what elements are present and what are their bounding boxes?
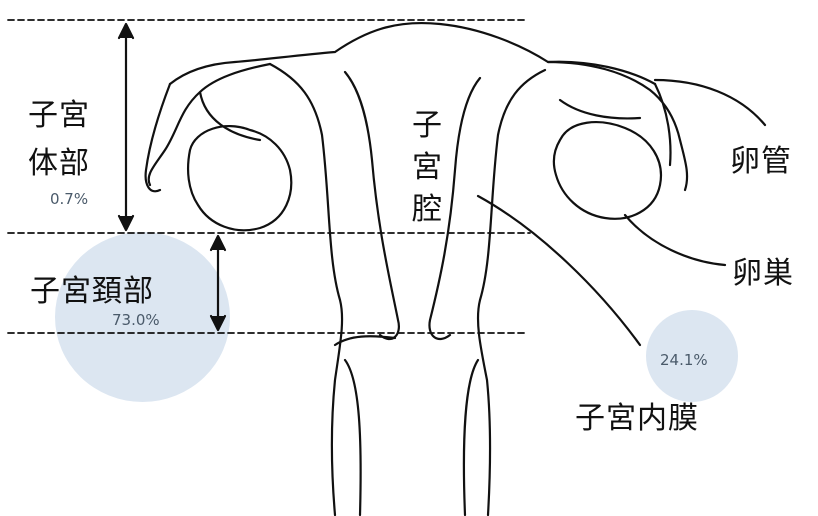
cervix-range-arrow [209, 234, 227, 332]
cervix-percentage-bubble [55, 232, 230, 402]
corpus-percentage: 0.7% [50, 190, 89, 208]
endometrium-percentage: 24.1% [660, 351, 708, 369]
ovary-label: 卵巣 [732, 256, 794, 291]
right-ovary [552, 121, 663, 220]
cervix-percentage: 73.0% [112, 311, 160, 329]
endometrium-label: 子宮内膜 [575, 401, 699, 436]
left-ovary [187, 125, 293, 232]
endometrium-percentage-bubble [646, 310, 738, 402]
fallopian-tube-leader [653, 78, 767, 127]
fallopian-tube-label: 卵管 [730, 144, 792, 179]
uterus-outline [168, 21, 657, 86]
cavity-label-line1: 子 [412, 108, 443, 143]
corpus-label-line2: 体部 [28, 146, 90, 181]
ovary-leader [623, 213, 727, 267]
cavity-label-line2: 宮 [412, 150, 443, 185]
cervix-label: 子宮頚部 [30, 274, 154, 309]
corpus-label-line1: 子宮 [28, 98, 90, 133]
endometrium-leader [476, 194, 642, 347]
left-fallopian-tube [144, 62, 272, 193]
right-fallopian-tube [546, 60, 689, 192]
cavity-label-line3: 腔 [412, 192, 443, 227]
corpus-range-arrow [117, 22, 135, 232]
